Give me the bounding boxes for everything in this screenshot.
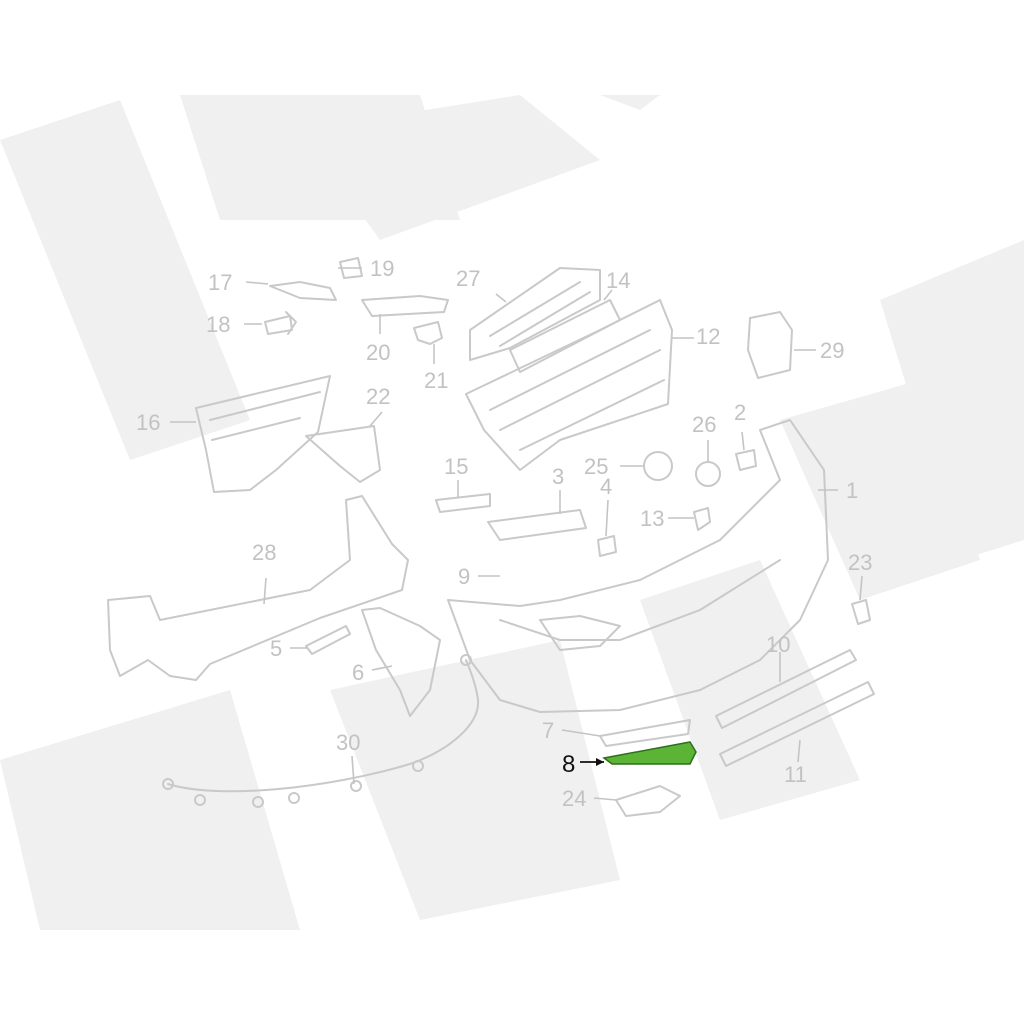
part-11 — [719, 681, 875, 767]
part-27 — [469, 267, 601, 361]
part-15 — [435, 493, 491, 513]
part-20 — [361, 295, 449, 317]
part-16 — [195, 375, 331, 493]
part-8-highlighted — [602, 741, 697, 765]
label-6: 6 — [352, 660, 364, 685]
label-9: 9 — [458, 564, 470, 589]
label-12: 12 — [696, 324, 720, 349]
label-25: 25 — [584, 454, 608, 479]
label-10: 10 — [766, 632, 790, 657]
leader-lines — [170, 267, 863, 801]
part-17 — [269, 281, 337, 301]
part-26 — [695, 461, 721, 487]
part-2 — [735, 449, 757, 471]
label-18: 18 — [206, 312, 230, 337]
label-5: 5 — [270, 636, 282, 661]
part-30 — [162, 654, 480, 808]
label-27: 27 — [456, 266, 480, 291]
part-25 — [643, 451, 673, 481]
part-29 — [747, 311, 793, 379]
part-21 — [413, 321, 443, 345]
label-30: 30 — [336, 730, 360, 755]
part-13 — [693, 507, 711, 531]
label-14: 14 — [606, 268, 630, 293]
part-23 — [851, 599, 871, 625]
part-18 — [264, 311, 297, 335]
label-1: 1 — [846, 478, 858, 503]
part-5 — [305, 625, 351, 655]
label-21: 21 — [424, 368, 448, 393]
label-16: 16 — [136, 410, 160, 435]
label-4: 4 — [600, 474, 612, 499]
part-19 — [339, 257, 363, 279]
label-11: 11 — [784, 762, 807, 787]
label-15: 15 — [444, 454, 468, 479]
label-2: 2 — [734, 400, 746, 425]
label-3: 3 — [552, 464, 564, 489]
label-29: 29 — [820, 338, 844, 363]
part-6 — [361, 607, 441, 717]
part-12 — [465, 299, 673, 471]
part-24 — [615, 785, 681, 817]
part-3 — [487, 509, 587, 541]
label-28: 28 — [252, 540, 276, 565]
label-20: 20 — [366, 340, 390, 365]
label-7: 7 — [542, 718, 554, 743]
part-14 — [509, 299, 621, 373]
part-7 — [599, 719, 691, 747]
label-19: 19 — [370, 256, 394, 281]
label-13: 13 — [640, 506, 664, 531]
part-28 — [107, 495, 409, 681]
part-labels: 17 18 19 20 21 27 14 12 29 16 22 15 3 25… — [136, 256, 872, 811]
part-1 — [447, 419, 829, 713]
part-4 — [597, 535, 617, 557]
watermark — [0, 95, 1024, 930]
part-22 — [305, 425, 381, 483]
label-24: 24 — [562, 786, 586, 811]
label-8-highlighted: 8 — [562, 751, 575, 778]
label-17: 17 — [208, 270, 232, 295]
label-22: 22 — [366, 384, 390, 409]
label-23: 23 — [848, 550, 872, 575]
part-10 — [715, 649, 857, 729]
label-26: 26 — [692, 412, 716, 437]
